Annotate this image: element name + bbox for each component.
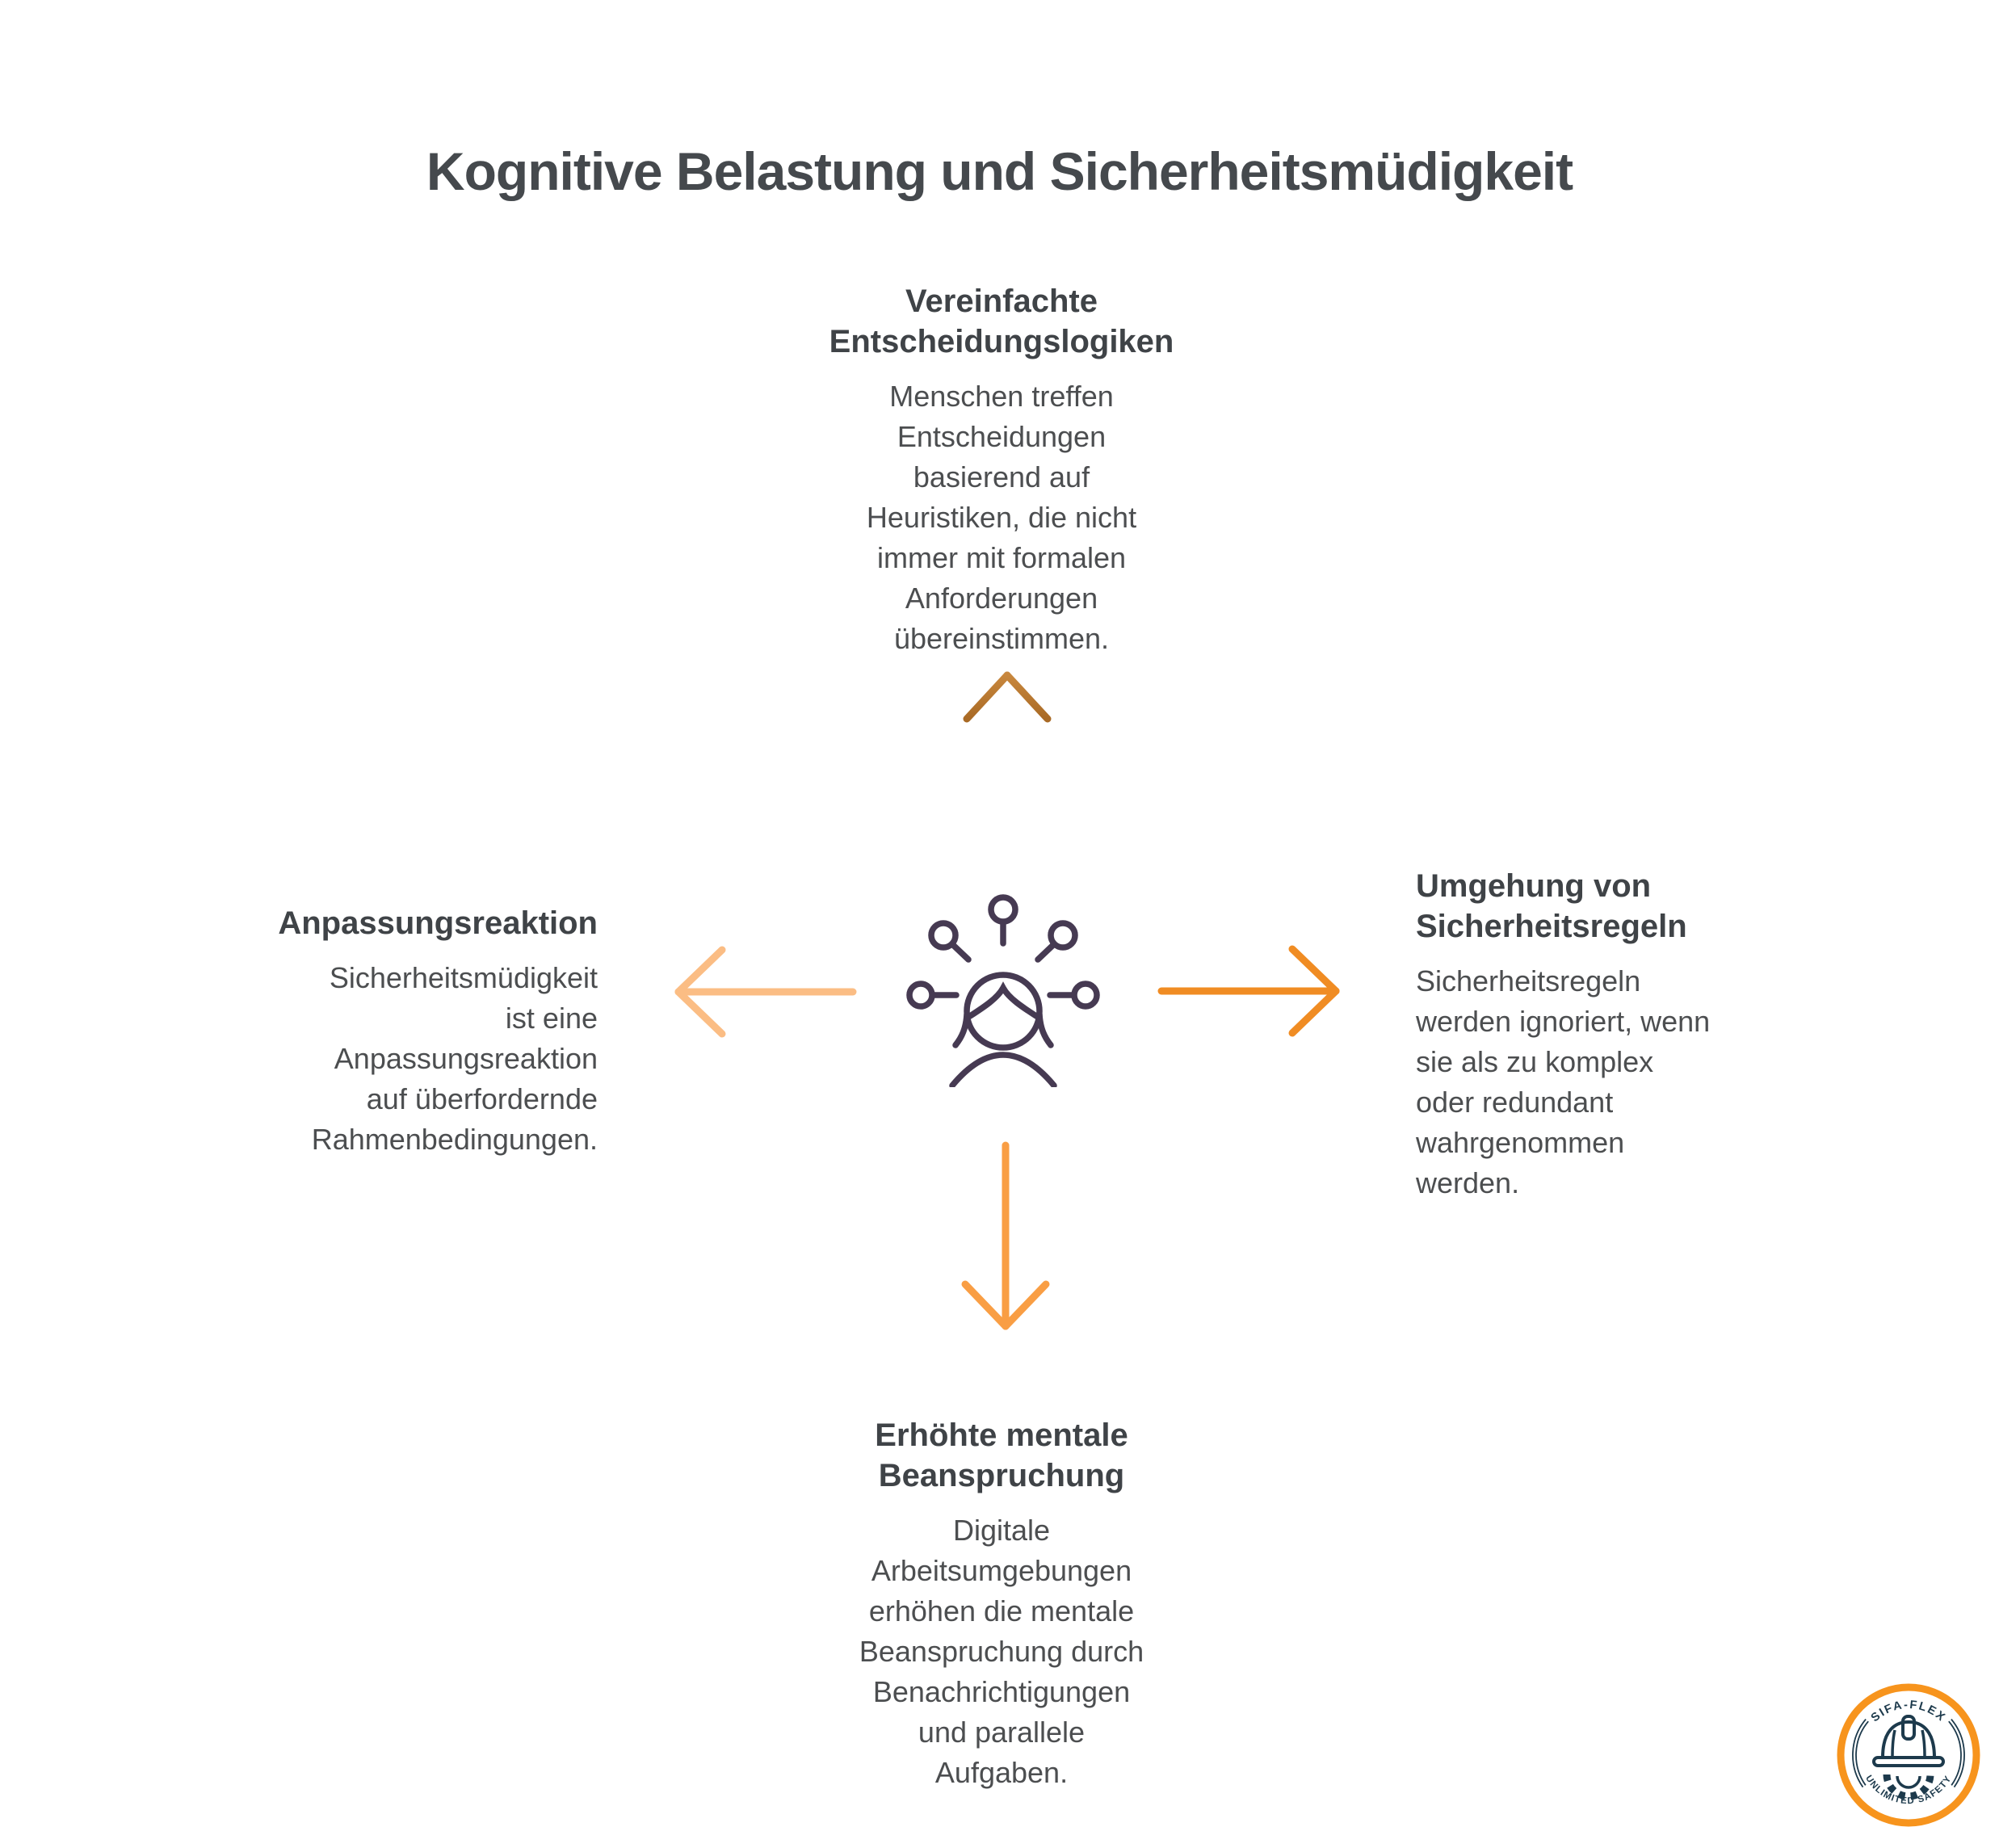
node-heading: Umgehung von Sicherheitsregeln [1416,868,1687,944]
node-top-simplified-decision-logic: Vereinfachte Entscheidungslogiken Mensch… [719,267,1284,674]
arrow-left-icon [674,946,857,1038]
node-body: Menschen treffen Entscheidungen basieren… [866,380,1137,655]
helmet-gear-icon [1872,1715,1945,1800]
overwhelmed-person-icon [906,894,1100,1087]
arrow-right-icon [1157,945,1340,1037]
node-bottom-increased-mental-load: Erhöhte mentale Beanspruchung Digitale A… [719,1401,1284,1808]
brand-badge: SIFA-FLEX UNLIMITED SAFETY [1837,1683,1980,1827]
node-body: Sicherheitsmüdigkeit ist eine Anpassungs… [311,961,598,1156]
node-heading: Erhöhte mentale Beanspruchung [875,1418,1128,1493]
badge-ring [1837,1683,1980,1827]
node-heading: Anpassungsreaktion [278,905,598,941]
node-heading: Vereinfachte Entscheidungslogiken [829,284,1174,359]
page-title: Kognitive Belastung und Sicherheitsmüdig… [426,141,1573,201]
arrow-down-icon [961,1141,1050,1330]
badge-side-arcs [1852,1719,1965,1788]
node-body: Sicherheitsregeln werden ignoriert, wenn… [1416,964,1711,1199]
node-left-adaptation-reaction: Anpassungsreaktion Sicherheitsmüdigkeit … [234,888,598,1174]
node-right-bypassing-safety-rules: Umgehung von Sicherheitsregeln Sicherhei… [1416,851,1787,1218]
arrow-up-icon [963,671,1052,871]
node-body: Digitale Arbeitsumgebungen erhöhen die m… [859,1514,1144,1789]
